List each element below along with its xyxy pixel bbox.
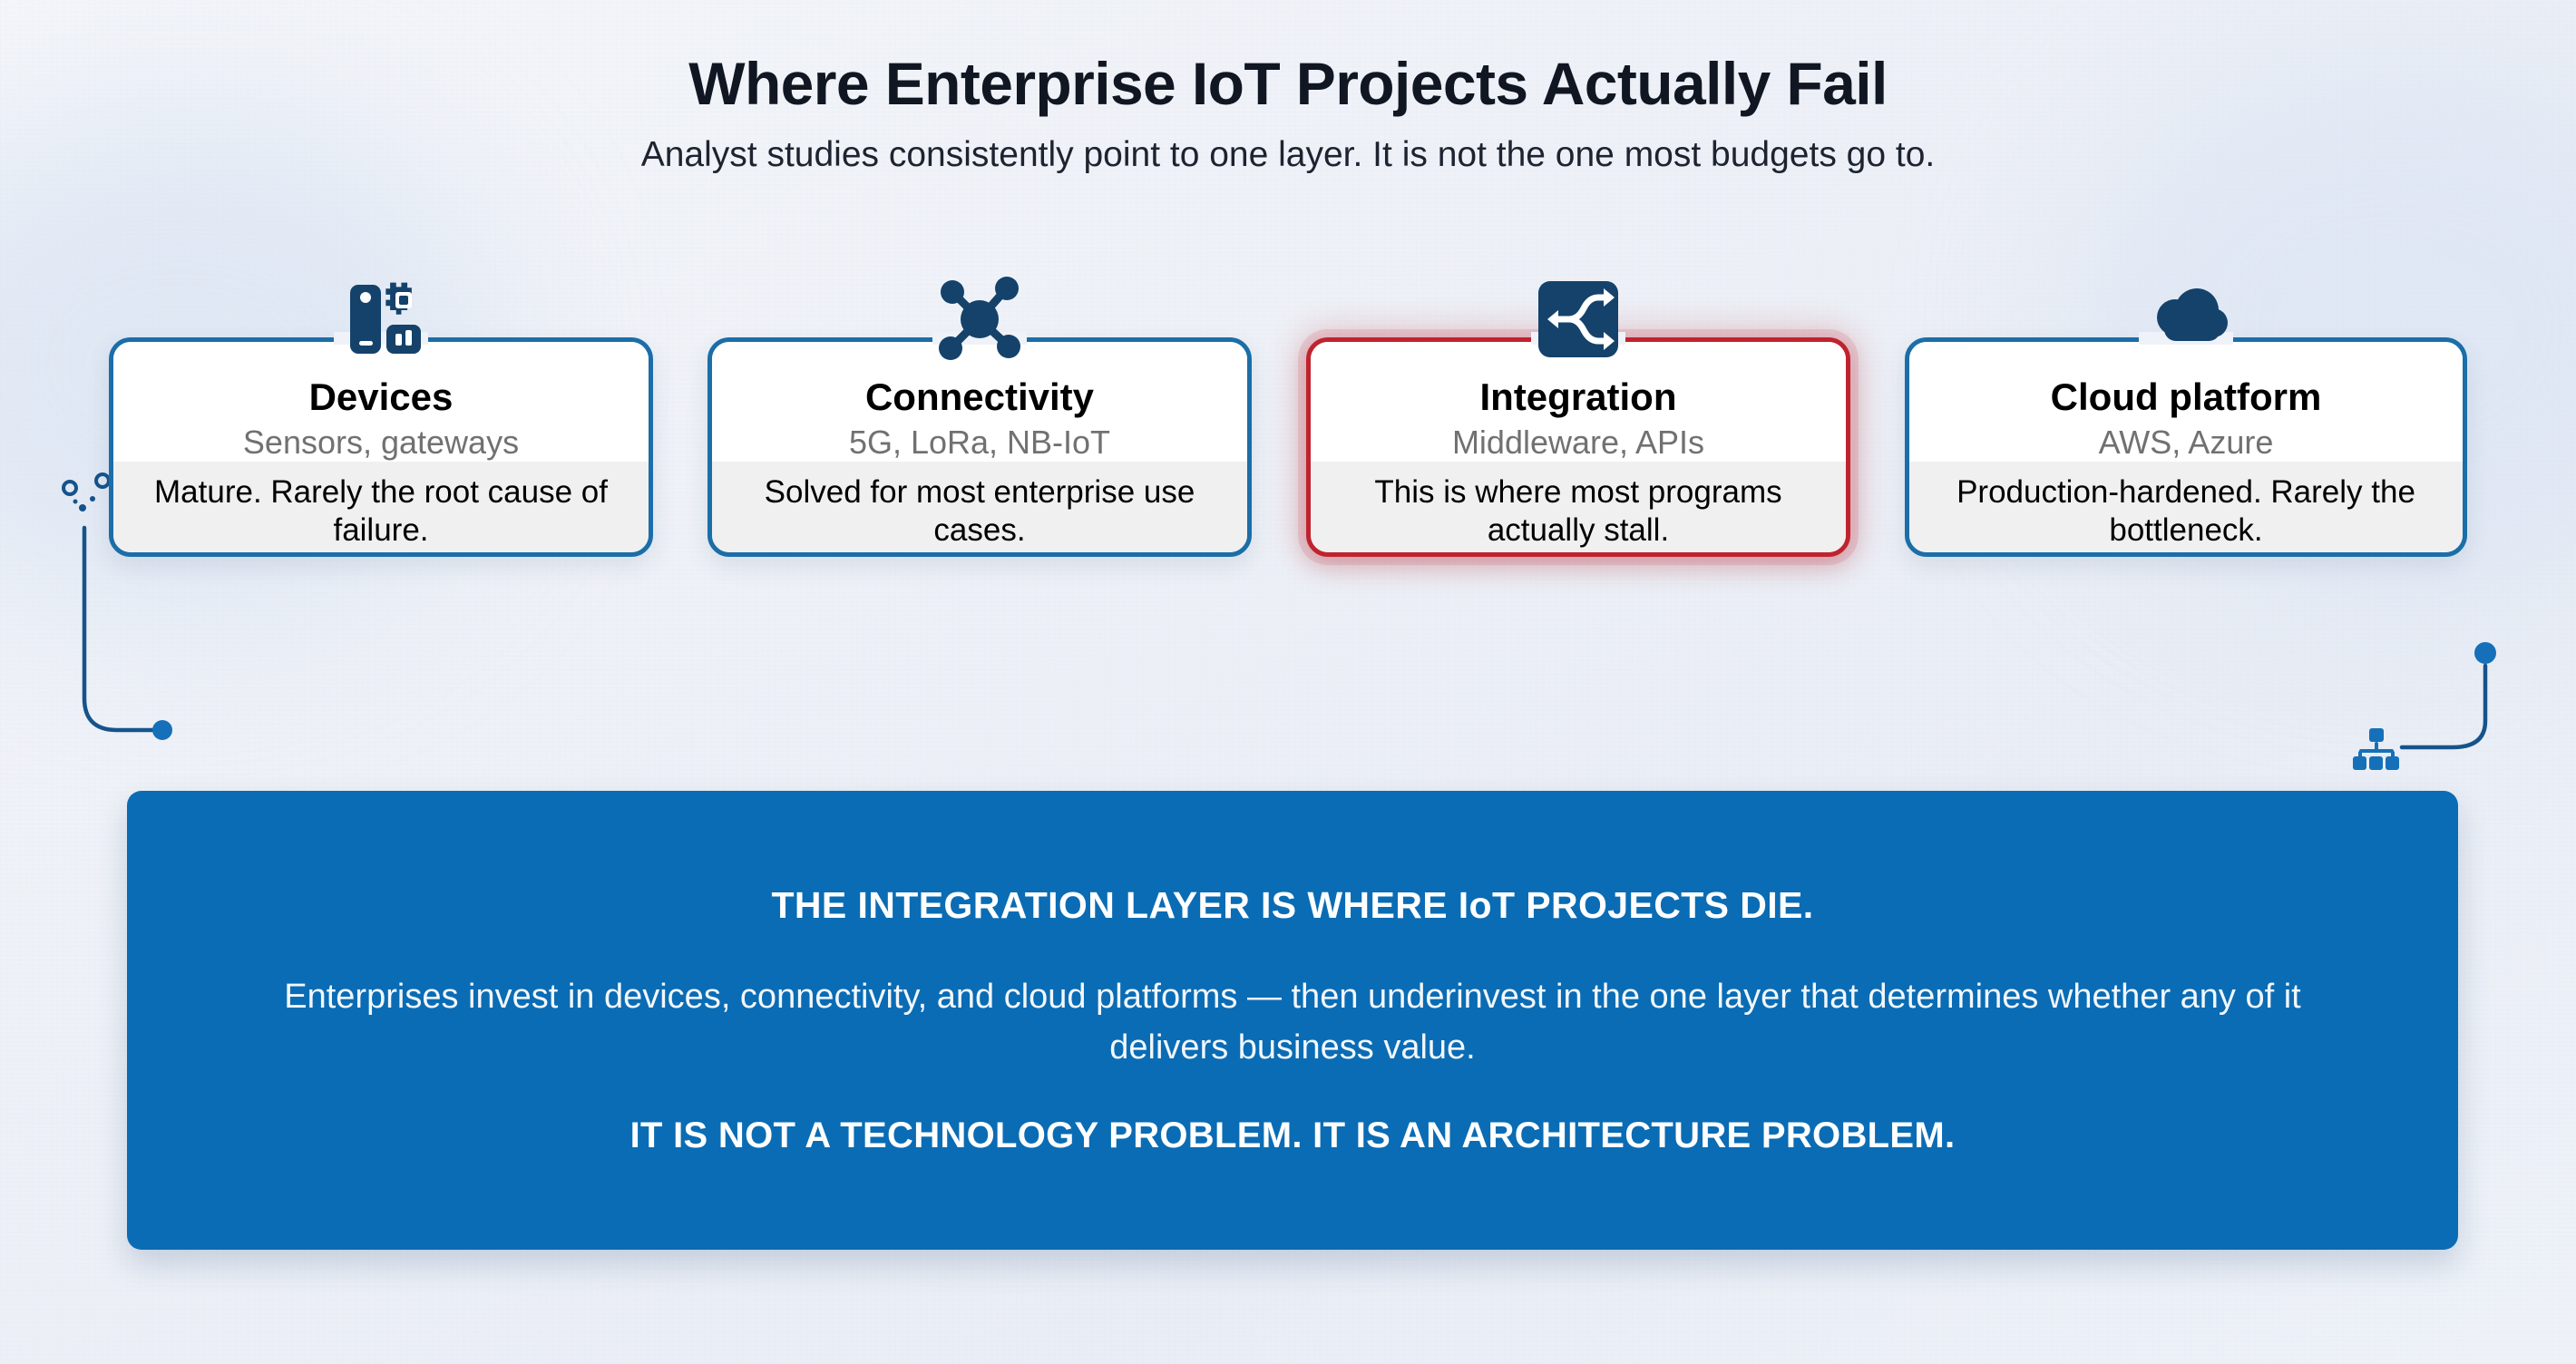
banner-body-text: Enterprises invest in devices, connectiv… xyxy=(284,978,2301,1067)
card-examples: 5G, LoRa, NB-IoT xyxy=(848,424,1111,462)
card-note: Production-hardened. Rarely the bottlene… xyxy=(1956,474,2415,548)
page-title: Where Enterprise IoT Projects Actually F… xyxy=(688,50,1888,117)
cloud-icon xyxy=(2137,270,2235,368)
card-top-section: Integration Middleware, APIs xyxy=(1311,342,1846,462)
node-dots-icon xyxy=(62,473,111,512)
card-body: Cloud platform AWS, Azure Production-har… xyxy=(1905,337,2467,557)
card-examples: Middleware, APIs xyxy=(1451,424,1705,462)
card-title: Integration xyxy=(1479,375,1677,418)
conclusion-banner: THE INTEGRATION LAYER IS WHERE IoT PROJE… xyxy=(127,791,2458,1250)
card-note: This is where most programs actually sta… xyxy=(1374,474,1782,548)
card-examples: Sensors, gateways xyxy=(242,424,520,462)
card-bottom-section: Production-hardened. Rarely the bottlene… xyxy=(1909,462,2463,552)
card-top-section: Connectivity 5G, LoRa, NB-IoT xyxy=(712,342,1247,462)
card-note: Solved for most enterprise use cases. xyxy=(764,474,1195,548)
page-subtitle: Analyst studies consistently point to on… xyxy=(640,134,1936,174)
card-body: Devices Sensors, gateways Mature. Rarely… xyxy=(109,337,653,557)
card-bottom-section: This is where most programs actually sta… xyxy=(1311,462,1846,552)
card-body: Integration Middleware, APIs This is whe… xyxy=(1306,337,1850,557)
page-header: Where Enterprise IoT Projects Actually F… xyxy=(0,53,2576,175)
right-connector-decoration xyxy=(2349,635,2531,794)
layer-card-cloud-platform[interactable]: Cloud platform AWS, Azure Production-har… xyxy=(1905,288,2467,557)
sitemap-icon xyxy=(2353,728,2399,770)
banner-footer-text: IT IS NOT A TECHNOLOGY PROBLEM. IT IS AN… xyxy=(629,1115,1956,1155)
shuffle-arrows-icon xyxy=(1529,270,1627,368)
banner-headline: THE INTEGRATION LAYER IS WHERE IoT PROJE… xyxy=(771,884,1814,927)
card-examples: AWS, Azure xyxy=(2098,424,2274,462)
card-title: Devices xyxy=(308,375,454,418)
card-bottom-section: Mature. Rarely the root cause of failure… xyxy=(113,462,649,552)
card-bottom-section: Solved for most enterprise use cases. xyxy=(712,462,1247,552)
layer-card-integration[interactable]: Integration Middleware, APIs This is whe… xyxy=(1306,281,1850,557)
network-hub-icon xyxy=(931,270,1029,368)
devices-icon xyxy=(332,270,430,368)
card-body: Connectivity 5G, LoRa, NB-IoT Solved for… xyxy=(707,337,1252,557)
card-title: Cloud platform xyxy=(2050,375,2322,418)
layer-card-row: Devices Sensors, gateways Mature. Rarely… xyxy=(109,277,2467,557)
card-note: Mature. Rarely the root cause of failure… xyxy=(154,474,608,548)
card-title: Connectivity xyxy=(864,375,1095,418)
layer-card-devices[interactable]: Devices Sensors, gateways Mature. Rarely… xyxy=(109,282,653,557)
layer-card-connectivity[interactable]: Connectivity 5G, LoRa, NB-IoT Solved for… xyxy=(707,277,1252,557)
